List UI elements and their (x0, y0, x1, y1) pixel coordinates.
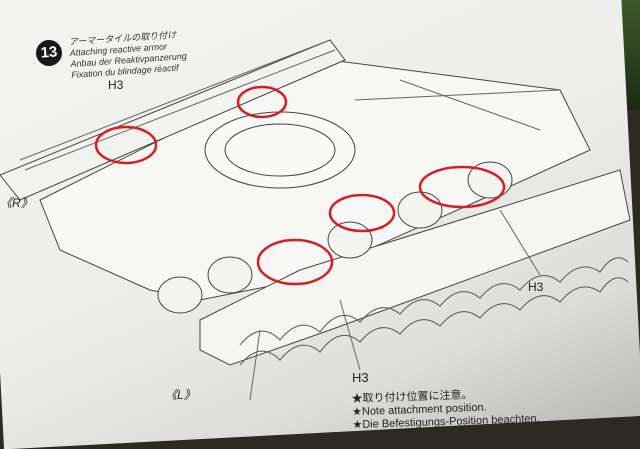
part-label-h3: H3 (352, 370, 369, 385)
highlight-circle (94, 125, 158, 165)
highlight-circle (236, 85, 288, 119)
tank-drawing (0, 39, 631, 401)
side-label-left: 《L》 (165, 388, 196, 402)
armor-tiles (239, 257, 629, 366)
road-wheels (157, 161, 513, 314)
side-label-right: 《R》 (0, 196, 33, 210)
attachment-notes: ★取り付け位置に注意。 ★Note attachment position. ★… (351, 387, 539, 433)
leader-lines (19, 39, 561, 401)
highlight-circle (256, 238, 334, 286)
highlight-circle (418, 165, 506, 209)
step-titles: アーマータイルの取り付け Attaching reactive armor An… (69, 29, 188, 81)
turret-ring-inner (224, 123, 336, 177)
part-label-h3: H3 (528, 280, 544, 294)
turret-ring (204, 111, 356, 189)
part-label-h3: H3 (108, 78, 124, 92)
highlight-circles (94, 85, 506, 286)
highlight-circle (328, 193, 396, 233)
